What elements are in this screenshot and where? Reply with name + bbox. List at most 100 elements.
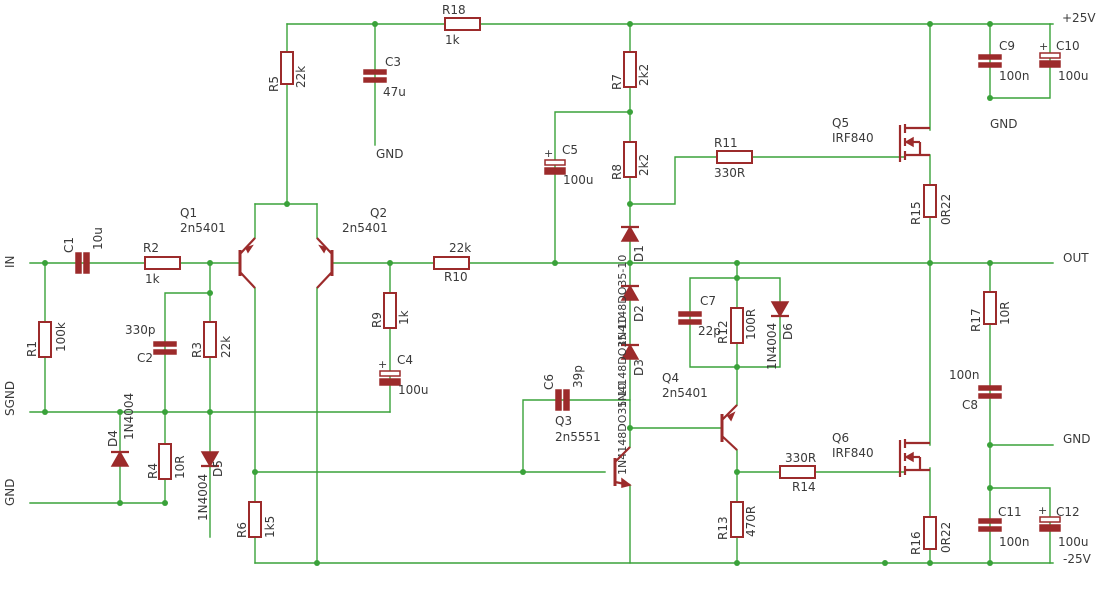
q1-name: Q1	[180, 206, 197, 220]
r6-name: R6	[235, 522, 249, 538]
c11-name: C11	[998, 505, 1022, 519]
d6-value: 1N4004	[765, 323, 779, 370]
q4-name: Q4	[662, 371, 679, 385]
capacitor-c11: C11 100n	[978, 505, 1030, 549]
resistor-r11: R11 330R	[714, 136, 753, 180]
d1-value: 1N4148DO35-10	[616, 255, 629, 347]
capacitor-c7: C7 22p	[678, 294, 721, 338]
capacitor-c6: C6 39p	[542, 365, 585, 411]
resistor-r18: R18 1k	[442, 3, 481, 47]
q2-value: 2n5401	[342, 221, 388, 235]
d6-name: D6	[781, 323, 795, 340]
r7-value: 2k2	[637, 64, 651, 86]
transistor-q3: Q3 2n5551	[555, 414, 632, 488]
q2-name: Q2	[370, 206, 387, 220]
d1-name: D1	[632, 245, 646, 262]
q1-value: 2n5401	[180, 221, 226, 235]
r8-value: 2k2	[637, 154, 651, 176]
c7-name: C7	[700, 294, 716, 308]
r11-value: 330R	[714, 166, 745, 180]
c9-value: 100n	[999, 69, 1030, 83]
d2-value: 1N4148DO35-10	[616, 316, 629, 408]
q5-name: Q5	[832, 116, 849, 130]
c4-value: 100u	[398, 383, 429, 397]
diode-d4: D4 1N4004	[106, 393, 136, 467]
resistor-r10: 22k R10	[433, 241, 471, 284]
svg-text:+: +	[378, 358, 387, 371]
r4-name: R4	[146, 463, 160, 479]
r7-name: R7	[610, 74, 624, 90]
c9-name: C9	[999, 39, 1015, 53]
c11-value: 100n	[999, 535, 1030, 549]
capacitor-c2: 330p C2	[125, 323, 177, 365]
c12-value: 100u	[1058, 535, 1089, 549]
r9-name: R9	[370, 312, 384, 328]
r5-name: R5	[267, 76, 281, 92]
q4-value: 2n5401	[662, 386, 708, 400]
junctions	[42, 21, 993, 566]
capacitor-c9: C9 100n GND	[978, 39, 1030, 131]
r12-value: 100R	[744, 309, 758, 340]
c10-name: C10	[1056, 39, 1080, 53]
c6-name: C6	[542, 374, 556, 390]
r3-name: R3	[190, 342, 204, 358]
resistor-r7: R7 2k2	[610, 51, 651, 90]
capacitor-c4: + C4 100u	[378, 353, 429, 397]
resistor-r12: R12 100R	[716, 307, 758, 344]
capacitor-c10: + C10 100u	[1039, 39, 1089, 83]
d3-name: D3	[632, 359, 646, 376]
c2-name: C2	[137, 351, 153, 365]
resistor-r1: R1 100k	[25, 321, 68, 358]
resistor-r16: R16 0R22	[909, 516, 953, 555]
mosfet-q5: Q5 IRF840	[832, 116, 930, 162]
net-in: IN	[3, 255, 17, 268]
r16-value: 0R22	[939, 522, 953, 553]
svg-text:+: +	[544, 147, 553, 160]
d4-name: D4	[106, 430, 120, 447]
diode-d6: 1N4004 D6	[765, 301, 795, 370]
r14-name: R14	[792, 480, 816, 494]
transistor-q2: Q2 2n5401	[316, 206, 388, 289]
net-gnd: GND	[3, 478, 17, 506]
r5-value: 22k	[294, 66, 308, 88]
r12-name: R12	[716, 320, 730, 344]
q6-name: Q6	[832, 431, 849, 445]
net-out: OUT	[1063, 251, 1089, 265]
d2-name: D2	[632, 305, 646, 322]
net-vplus: +25V	[1062, 11, 1096, 25]
resistor-r3: R3 22k	[190, 321, 233, 358]
transistor-q4: Q4 2n5401	[662, 371, 738, 451]
r17-value: 10R	[998, 301, 1012, 325]
r4-value: 10R	[173, 455, 187, 479]
diode-d2: D2	[620, 284, 646, 322]
q3-value: 2n5551	[555, 430, 601, 444]
mosfet-q6: Q6 IRF840	[832, 431, 930, 477]
transistor-q1: Q1 2n5401	[180, 206, 256, 289]
svg-text:+: +	[1039, 40, 1048, 53]
c1-name: C1	[62, 237, 76, 253]
c5-name: C5	[562, 143, 578, 157]
c3-value: 47u	[383, 85, 406, 99]
resistor-r6: R6 1k5	[235, 501, 277, 538]
d5-value: 1N4004	[196, 474, 210, 521]
resistor-r13: R13 470R	[716, 501, 758, 540]
capacitor-c1: C1 10u	[62, 227, 105, 274]
diode-d5: 1N4004 D5	[196, 451, 225, 521]
r3-value: 22k	[219, 336, 233, 358]
c12-name: C12	[1056, 505, 1080, 519]
r11-name: R11	[714, 136, 738, 150]
c8-value: 100n	[949, 368, 980, 382]
c5-value: 100u	[563, 173, 594, 187]
r13-name: R13	[716, 516, 730, 540]
c10-value: 100u	[1058, 69, 1089, 83]
diode-d1: D1	[620, 225, 646, 262]
net-sgnd: SGND	[3, 381, 17, 416]
r9-value: 1k	[397, 310, 411, 325]
c7-value: 22p	[698, 324, 721, 338]
q3-name: Q3	[555, 414, 572, 428]
d4-value: 1N4004	[122, 393, 136, 440]
capacitor-c12: + C12 100u	[1038, 504, 1089, 549]
resistor-r14: 330R R14	[779, 451, 816, 494]
c2-value: 330p	[125, 323, 156, 337]
r1-name: R1	[25, 341, 39, 357]
